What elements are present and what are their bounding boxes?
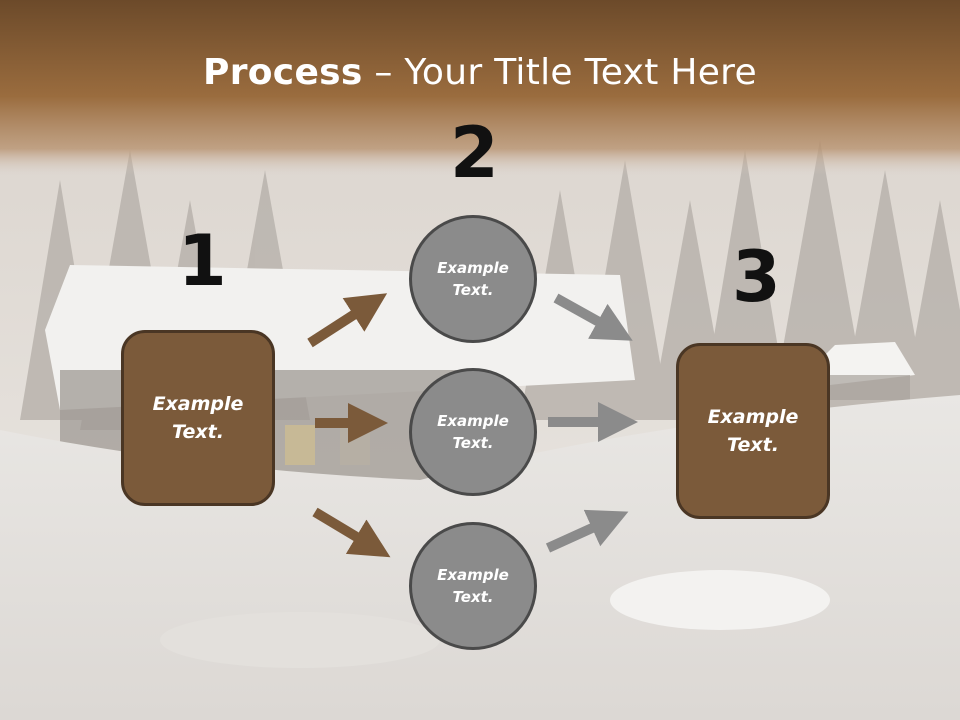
circle-3[interactable]: Example Text. — [409, 522, 537, 650]
circle-3-text: Example Text. — [437, 565, 509, 607]
arrow-circle-3-to-3 — [545, 509, 629, 553]
title-bold: Process — [203, 52, 363, 93]
circle-2-text: Example Text. — [437, 411, 509, 453]
circle-2[interactable]: Example Text. — [409, 368, 537, 496]
arrow-circle-1-to-3 — [553, 293, 633, 341]
title-dash: – — [362, 52, 405, 93]
circle-1[interactable]: Example Text. — [409, 215, 537, 343]
arrow-1-to-circle-1 — [307, 293, 388, 348]
slide-title: Process – Your Title Text Here — [0, 52, 960, 93]
title-rest: Your Title Text Here — [404, 52, 757, 93]
step-1-text: Example Text. — [152, 392, 244, 444]
step-3-text: Example Text. — [707, 405, 799, 457]
step-number-2: 2 — [450, 112, 499, 194]
step-3-box[interactable]: Example Text. — [676, 343, 830, 519]
arrow-1-to-circle-3 — [312, 507, 391, 558]
step-number-3: 3 — [732, 236, 781, 318]
circle-1-text: Example Text. — [437, 258, 509, 300]
step-1-box[interactable]: Example Text. — [121, 330, 275, 506]
step-number-1: 1 — [178, 220, 227, 302]
